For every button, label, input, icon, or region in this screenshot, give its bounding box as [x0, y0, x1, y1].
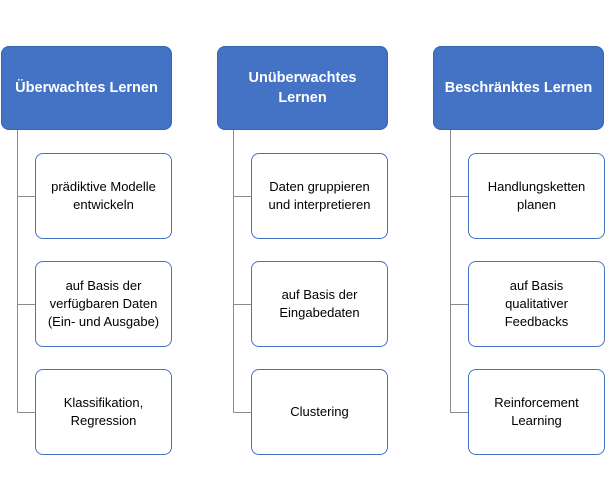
unsupervised-item-input-data-label: auf Basis der Eingabedaten	[279, 287, 360, 320]
supervised-item-predictive-models-label: prädiktive Modelle entwickeln	[51, 179, 156, 212]
supervised-item-classification: Klassifikation, Regression	[35, 369, 172, 455]
header-supervised-learning-label: Überwachtes Lernen	[15, 80, 158, 96]
supervised-item-predictive-models: prädiktive Modelle entwickeln	[35, 153, 172, 239]
unsupervised-item-group-data-label: Daten gruppieren und interpretieren	[268, 179, 371, 212]
constrained-item-action-chains: Handlungsketten planen	[468, 153, 605, 239]
supervised-item-data-basis: auf Basis der verfügbaren Daten (Ein- un…	[35, 261, 172, 347]
unsupervised-item-clustering-label: Clustering	[290, 404, 349, 419]
supervised-item-classification-label: Klassifikation, Regression	[63, 395, 144, 428]
constrained-item-qualitative-feedback: auf Basis qualitativer Feedbacks	[468, 261, 605, 347]
constrained-item-qualitative-feedback-label: auf Basis qualitativer Feedbacks	[504, 278, 569, 329]
header-unsupervised-learning: Unüberwachtes Lernen	[217, 46, 388, 130]
constrained-item-reinforcement-learning: Reinforcement Learning	[468, 369, 605, 455]
header-supervised-learning: Überwachtes Lernen	[1, 46, 172, 130]
unsupervised-item-input-data: auf Basis der Eingabedaten	[251, 261, 388, 347]
unsupervised-item-group-data: Daten gruppieren und interpretieren	[251, 153, 388, 239]
unsupervised-item-clustering: Clustering	[251, 369, 388, 455]
constrained-item-reinforcement-learning-label: Reinforcement Learning	[494, 395, 579, 428]
header-constrained-learning-label: Beschränktes Lernen	[444, 80, 593, 96]
header-unsupervised-learning-label: Unüberwachtes Lernen	[248, 70, 357, 106]
supervised-item-data-basis-label: auf Basis der verfügbaren Daten (Ein- un…	[47, 278, 160, 329]
constrained-item-action-chains-label: Handlungsketten planen	[487, 179, 586, 212]
header-constrained-learning: Beschränktes Lernen	[433, 46, 604, 130]
